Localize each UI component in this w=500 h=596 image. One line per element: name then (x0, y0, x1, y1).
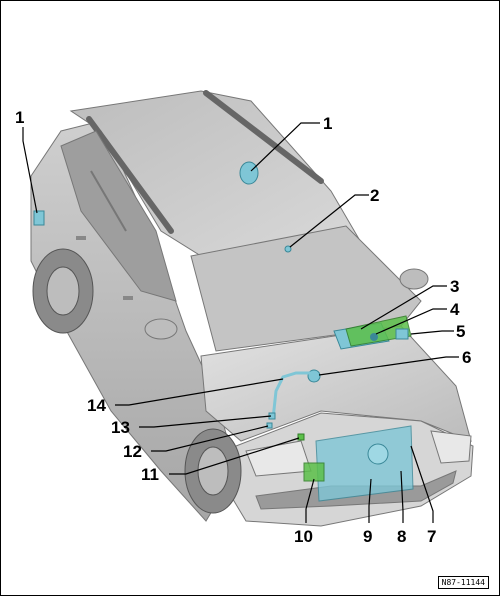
leader-3 (360, 285, 447, 330)
side-windows (60, 130, 177, 302)
windshield (190, 225, 422, 352)
callout-4: 4 (450, 300, 460, 319)
callout-7: 7 (427, 527, 436, 546)
leader-1a (22, 127, 38, 214)
callout-1-roof: 1 (323, 114, 332, 133)
leader-10 (305, 478, 315, 523)
component-control-unit-4 (345, 315, 412, 347)
callout-3: 3 (450, 277, 459, 296)
callout-14: 14 (87, 396, 106, 415)
callout-12: 12 (123, 442, 142, 461)
callout-5: 5 (456, 322, 465, 341)
component-emblem (367, 443, 389, 465)
leader-7 (410, 445, 434, 523)
front-wheel-hub (197, 446, 229, 496)
reference-code: N87-11144 (437, 576, 489, 589)
leader-lines (22, 122, 459, 523)
callout-11: 11 (141, 465, 159, 484)
component-windshield-sensor (284, 245, 292, 253)
components (33, 161, 414, 502)
leader-11 (169, 437, 300, 475)
leader-8 (400, 470, 404, 523)
component-control-unit-5 (395, 328, 409, 340)
callout-2: 2 (370, 186, 379, 205)
callout-9: 9 (363, 527, 372, 546)
leader-13 (139, 415, 272, 428)
callout-1-rear: 1 (15, 108, 24, 127)
mirror-left (144, 318, 178, 340)
callout-6: 6 (462, 348, 471, 367)
component-wiring-14 (271, 371, 311, 420)
leader-1b (250, 122, 320, 172)
component-connector-5 (370, 333, 378, 341)
leader-14 (115, 378, 284, 406)
leader-6 (318, 356, 459, 376)
component-sensor-11 (297, 433, 305, 441)
rear-wheel-hub (46, 266, 80, 316)
leader-9 (368, 478, 372, 523)
callout-8: 8 (397, 527, 406, 546)
callout-10: 10 (294, 527, 313, 546)
door-handle (123, 296, 133, 300)
mirror-right (399, 268, 429, 290)
roof-rail-right (203, 90, 324, 184)
component-roof-module (239, 161, 259, 185)
callout-labels: 1 1 2 3 4 5 6 7 8 9 10 11 12 13 14 (15, 108, 471, 546)
component-sensor-12 (266, 422, 273, 429)
car-body (30, 90, 474, 527)
leader-4 (375, 308, 447, 335)
component-rear-side-unit (33, 210, 45, 226)
leader-2 (289, 194, 369, 248)
window-pillar (90, 170, 127, 232)
callout-13: 13 (111, 418, 130, 437)
leader-12 (151, 425, 269, 452)
component-fan-10 (303, 462, 325, 482)
headlight-right (430, 430, 472, 464)
roof-rail-left (86, 116, 174, 234)
door-handle (76, 236, 86, 240)
leader-5 (410, 330, 454, 335)
